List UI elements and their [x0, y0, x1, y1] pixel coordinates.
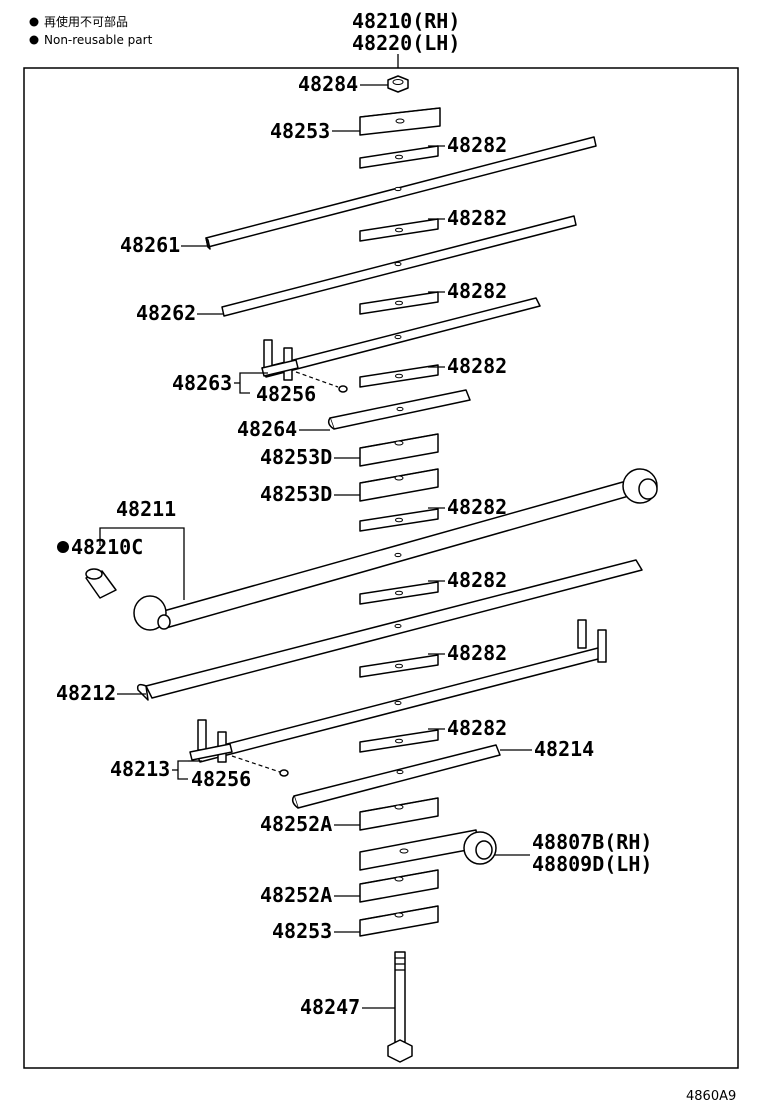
- part-label-48210C[interactable]: 48210C: [71, 535, 143, 559]
- part-label-48212[interactable]: 48212: [56, 681, 116, 705]
- plate-48252A-2[interactable]: [359, 869, 439, 903]
- plate-48253-top[interactable]: [359, 107, 441, 136]
- figure-code: 4860A9: [686, 1089, 736, 1104]
- legend-en-text: Non-reusable part: [44, 33, 153, 47]
- part-label-48282-3[interactable]: 48282: [447, 279, 507, 303]
- diagram-frame: [23, 67, 739, 1069]
- part-label-48214[interactable]: 48214: [534, 737, 594, 761]
- part-label-48261[interactable]: 48261: [120, 233, 180, 257]
- part-label-48282-5[interactable]: 48282: [447, 495, 507, 519]
- assembly-label-rh[interactable]: 48210(RH): [352, 9, 460, 33]
- part-label-48253-bottom[interactable]: 48253: [272, 919, 332, 943]
- insert-48282-6[interactable]: [359, 581, 439, 605]
- part-label-48253-top[interactable]: 48253: [270, 119, 330, 143]
- legend: 再使用不可部品 Non-reusable part: [29, 14, 153, 47]
- part-label-48211[interactable]: 48211: [116, 497, 176, 521]
- part-label-48809D[interactable]: 48809D(LH): [532, 852, 652, 876]
- insert-48282-4[interactable]: [359, 364, 439, 388]
- bushing-48210C[interactable]: [85, 568, 117, 599]
- part-label-48256-a[interactable]: 48256: [256, 382, 316, 406]
- insert-48282-7[interactable]: [359, 654, 439, 678]
- leader-48211: [99, 527, 185, 600]
- assembly-label-lh[interactable]: 48220(LH): [352, 31, 460, 55]
- insert-48282-1[interactable]: [359, 145, 439, 169]
- leaf-48214[interactable]: [291, 744, 501, 809]
- leaf-48262[interactable]: [221, 215, 577, 317]
- insert-48282-2[interactable]: [359, 218, 439, 242]
- main-leaf-48211[interactable]: [133, 468, 658, 631]
- insert-48282-8[interactable]: [359, 729, 439, 753]
- part-label-48282-1[interactable]: 48282: [447, 133, 507, 157]
- plate-48253-bottom[interactable]: [359, 905, 439, 937]
- bolt-48256-b[interactable]: [231, 755, 289, 777]
- insert-48282-3[interactable]: [359, 291, 439, 315]
- leader-48213: [177, 760, 188, 780]
- part-label-48282-4[interactable]: 48282: [447, 354, 507, 378]
- leaf-48263[interactable]: [261, 297, 541, 381]
- filled-circle-icon: [29, 35, 39, 45]
- part-label-48284[interactable]: 48284: [298, 72, 358, 96]
- part-label-48282-6[interactable]: 48282: [447, 568, 507, 592]
- part-label-48807B[interactable]: 48807B(RH): [532, 830, 652, 854]
- bolt-48256-a[interactable]: [295, 371, 348, 393]
- part-label-48253D-2[interactable]: 48253D: [260, 482, 332, 506]
- part-label-48247[interactable]: 48247: [300, 995, 360, 1019]
- part-label-48256-b[interactable]: 48256: [191, 767, 251, 791]
- leader-48263: [239, 372, 250, 394]
- non-reusable-bullet-icon: [57, 541, 69, 553]
- filled-circle-icon: [29, 17, 39, 27]
- plate-48253D-2[interactable]: [359, 468, 439, 502]
- center-bolt-48247[interactable]: [387, 951, 413, 1063]
- legend-jp-text: 再使用不可部品: [44, 14, 128, 29]
- part-label-48252A-1[interactable]: 48252A: [260, 812, 332, 836]
- part-label-48253D-1[interactable]: 48253D: [260, 445, 332, 469]
- leaf-48264[interactable]: [327, 389, 471, 430]
- plate-48252A-1[interactable]: [359, 797, 439, 831]
- part-label-48213[interactable]: 48213: [110, 757, 170, 781]
- insert-48282-5[interactable]: [359, 508, 439, 532]
- leaf-48261[interactable]: [205, 136, 597, 250]
- part-label-48252A-2[interactable]: 48252A: [260, 883, 332, 907]
- bracket-48807B-48809D[interactable]: [359, 829, 497, 871]
- part-label-48262[interactable]: 48262: [136, 301, 196, 325]
- leaf-48213[interactable]: [189, 619, 607, 763]
- part-label-48264[interactable]: 48264: [237, 417, 297, 441]
- part-label-48282-7[interactable]: 48282: [447, 641, 507, 665]
- leaf-48212[interactable]: [136, 559, 643, 701]
- nut-48284[interactable]: [387, 75, 409, 93]
- part-label-48282-2[interactable]: 48282: [447, 206, 507, 230]
- part-label-48282-8[interactable]: 48282: [447, 716, 507, 740]
- part-label-48263[interactable]: 48263: [172, 371, 232, 395]
- plate-48253D-1[interactable]: [359, 433, 439, 467]
